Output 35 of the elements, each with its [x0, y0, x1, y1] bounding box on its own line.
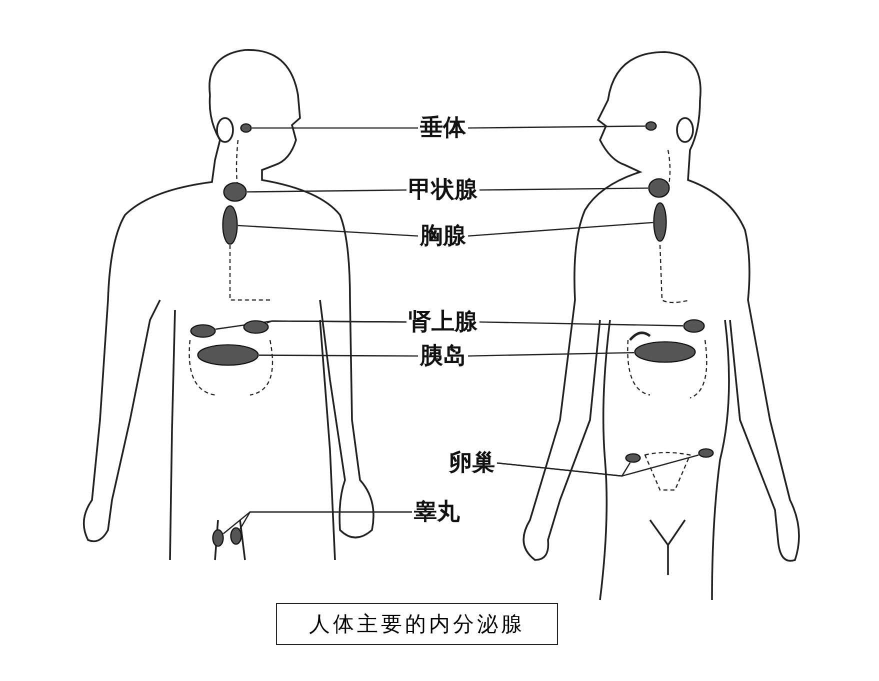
thymus-gland [653, 202, 667, 242]
leader-line [468, 125, 645, 129]
leader-line [479, 321, 684, 326]
leader-line [480, 187, 648, 191]
gland-label: 睾丸 [414, 500, 460, 525]
adrenal-gland [683, 319, 705, 333]
leader-line [496, 454, 699, 477]
leader-line [252, 127, 418, 129]
gland-label: 甲状腺 [408, 178, 478, 203]
gland-label: 胸腺 [420, 224, 466, 249]
gland-label: 垂体 [420, 116, 466, 141]
thymus-gland [222, 205, 238, 245]
gland-label: 胰岛 [420, 344, 466, 369]
pancreas [197, 344, 259, 366]
gland-label: 卵巢 [449, 450, 495, 476]
gland-label: 肾上腺 [408, 310, 478, 335]
leader-line [247, 189, 406, 193]
adrenal-gland [190, 324, 216, 338]
pancreas [634, 341, 696, 363]
adrenal-gland [243, 320, 269, 334]
ovary [625, 453, 641, 463]
leader-line [238, 224, 418, 237]
leader-line [468, 352, 634, 357]
thyroid-gland [223, 182, 247, 202]
ovary [698, 448, 714, 458]
figure-caption: 人体主要的内分泌腺 [276, 603, 558, 645]
leader-line [259, 354, 418, 357]
leader-line [266, 320, 406, 324]
leader-line [239, 511, 412, 530]
testis [230, 527, 242, 545]
leader-line [468, 222, 654, 237]
testis [212, 529, 224, 547]
thyroid-gland [648, 178, 670, 198]
pituitary-gland [240, 123, 252, 133]
pituitary-gland [645, 121, 657, 131]
